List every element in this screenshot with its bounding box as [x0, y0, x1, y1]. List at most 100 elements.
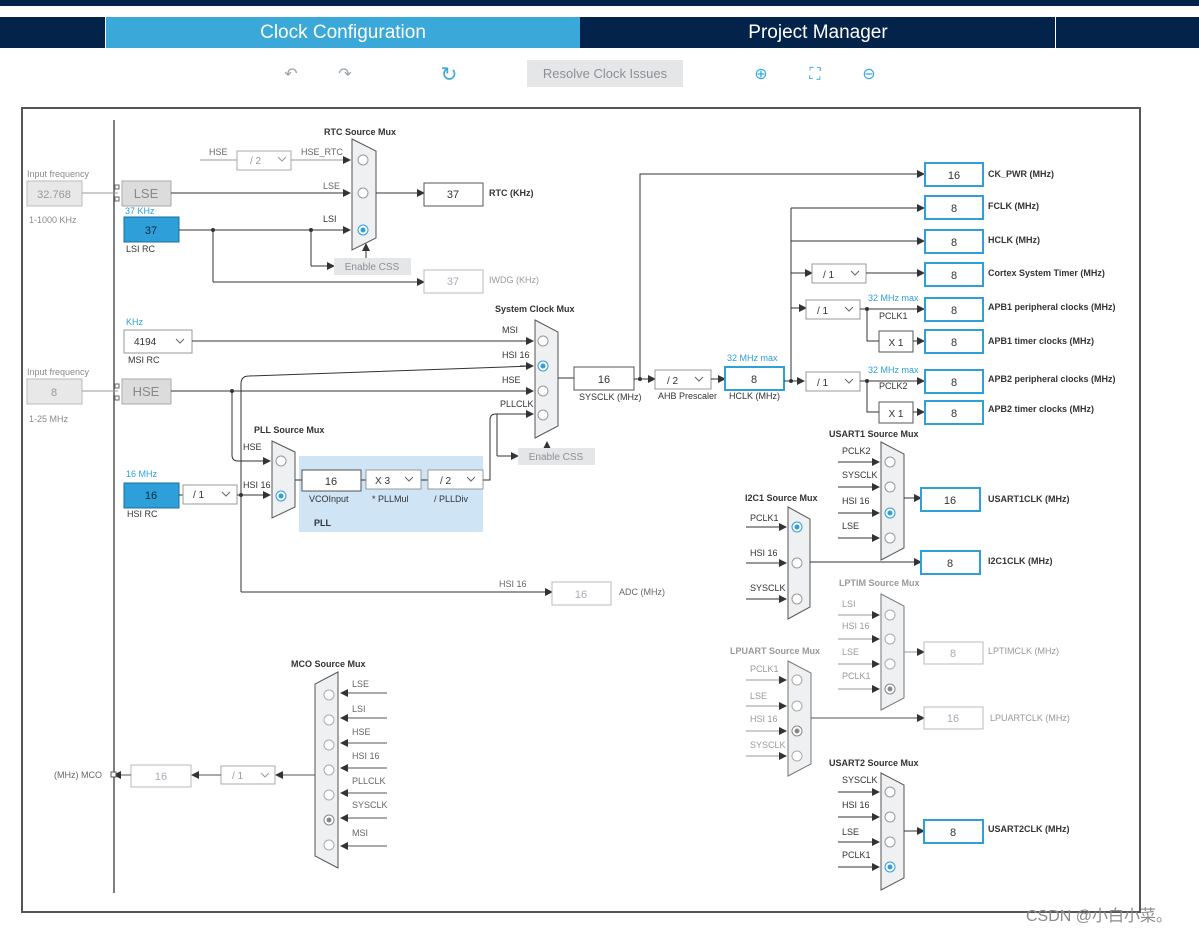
- system-clock-mux-title: System Clock Mux: [495, 304, 575, 314]
- chevron-down-icon: [466, 476, 476, 482]
- sysmux-radio-msi[interactable]: [537, 335, 549, 347]
- refresh-icon[interactable]: ↻: [440, 64, 458, 86]
- adc-output-value: 16: [575, 589, 587, 601]
- i2c1-clk-box[interactable]: [920, 550, 981, 575]
- lpuart-input-label: PCLK1: [750, 664, 779, 674]
- i2c1-radio[interactable]: [791, 593, 803, 605]
- pll-source-mux[interactable]: [271, 440, 296, 519]
- mco-input-label: PLLCLK: [352, 776, 386, 786]
- i2c1-radio[interactable]: [791, 557, 803, 569]
- ahb-prescaler-select[interactable]: [654, 369, 712, 390]
- lse-oscillator[interactable]: [121, 180, 172, 207]
- sys-enable-css-button[interactable]: [518, 448, 595, 465]
- usart1-source-mux[interactable]: [880, 441, 905, 561]
- pll-hse-label: HSE: [243, 442, 262, 452]
- lptim-radio[interactable]: [884, 658, 896, 670]
- redo-icon[interactable]: ↷: [338, 66, 352, 83]
- adc-input-label: HSI 16: [499, 579, 527, 589]
- mco-radio[interactable]: [323, 689, 335, 701]
- rtc-mux-radio-hse[interactable]: [357, 154, 369, 166]
- lpuart-radio[interactable]: [791, 700, 803, 712]
- pll-mul-label: * PLLMul: [372, 494, 409, 504]
- i2c1-radio-dot: [794, 524, 800, 530]
- cortex-box[interactable]: [924, 262, 984, 287]
- iwdg-output-value: 37: [447, 276, 459, 288]
- mco-radio[interactable]: [323, 839, 335, 851]
- hse-input-frequency-field[interactable]: [26, 378, 83, 405]
- rtc-output-value: 37: [447, 189, 459, 201]
- usart2-radio[interactable]: [884, 836, 896, 848]
- apb2-timer-branch: [866, 381, 879, 413]
- usart1-radio[interactable]: [884, 532, 896, 544]
- usart2-clk-box[interactable]: [923, 819, 984, 844]
- usart2-radio[interactable]: [884, 786, 896, 798]
- hclk-box[interactable]: [724, 366, 785, 391]
- chevron-down-icon: [260, 772, 270, 778]
- pll-div-select[interactable]: [427, 469, 484, 490]
- ahb-prescaler-label: AHB Prescaler: [658, 391, 717, 401]
- pll-mux-radio-hse[interactable]: [275, 455, 287, 467]
- ck-pwr-box[interactable]: [924, 162, 984, 187]
- hclk-out-box[interactable]: [924, 229, 984, 254]
- apb2-timer-value: 8: [951, 408, 957, 420]
- lptim-source-mux[interactable]: [880, 593, 905, 711]
- apb1-box[interactable]: [924, 297, 984, 322]
- lptim-mux-title: LPTIM Source Mux: [839, 578, 920, 588]
- lptim-radio[interactable]: [884, 633, 896, 645]
- lptim-mux-group: LPTIM Source Mux LSI HSI 16 LSE PCLK1 8 …: [838, 578, 1059, 711]
- mco-radio[interactable]: [323, 789, 335, 801]
- usart1-input-label: LSE: [842, 521, 859, 531]
- ahb-prescaler-value: / 2: [667, 376, 679, 387]
- mco-radio[interactable]: [323, 739, 335, 751]
- system-clock-mux[interactable]: [534, 319, 559, 439]
- apb2-box[interactable]: [924, 369, 984, 394]
- cortex-divider-select[interactable]: [811, 263, 867, 284]
- hse-pin-top: [114, 383, 120, 389]
- usart1-radio[interactable]: [884, 481, 896, 493]
- mco-output-value: 16: [155, 771, 167, 783]
- lse-pin-bottom: [114, 196, 120, 202]
- mco-radio[interactable]: [323, 764, 335, 776]
- hsi-rc-label: HSI RC: [127, 509, 158, 519]
- lse-input-frequency-field[interactable]: [26, 180, 83, 207]
- fclk-box[interactable]: [924, 195, 984, 220]
- lpuart-radio[interactable]: [791, 750, 803, 762]
- pll-mul-value: X 3: [375, 476, 390, 487]
- mco-pin: [110, 771, 117, 778]
- lptim-radio[interactable]: [884, 609, 896, 621]
- hse-range-label: 1-25 MHz: [29, 414, 69, 424]
- usart1-radio[interactable]: [884, 456, 896, 468]
- apb1-divider-select[interactable]: [805, 299, 861, 320]
- sysmux-hse-label: HSE: [502, 375, 521, 385]
- tab-clock-configuration[interactable]: Clock Configuration: [106, 17, 580, 48]
- zoom-in-icon[interactable]: ⊕: [754, 66, 768, 83]
- lpuart-radio[interactable]: [791, 674, 803, 686]
- sysmux-radio-pllclk[interactable]: [537, 409, 549, 421]
- usart2-source-mux[interactable]: [880, 772, 905, 891]
- tab-project-manager[interactable]: Project Manager: [748, 22, 888, 43]
- lpuart-source-mux[interactable]: [787, 660, 812, 777]
- apb2-divider-select[interactable]: [805, 371, 861, 392]
- rtc-mux-radio-lsi-dot: [360, 227, 366, 233]
- hsi-rc-box[interactable]: [123, 482, 180, 509]
- hsi-divider-select[interactable]: [182, 484, 238, 505]
- i2c1-input-label: PCLK1: [750, 513, 779, 523]
- undo-icon[interactable]: ↶: [284, 66, 298, 83]
- sysmux-radio-hse[interactable]: [537, 385, 549, 397]
- usart1-clk-box[interactable]: [920, 487, 981, 512]
- rtc-enable-css-button[interactable]: [334, 258, 411, 275]
- lsi-rc-box[interactable]: [123, 216, 180, 243]
- fit-to-screen-icon[interactable]: ⛶: [809, 66, 821, 83]
- usart2-input-label: PCLK1: [842, 850, 871, 860]
- toolbar: ↶ ↷ ↻ Resolve Clock Issues ⊕ ⛶ ⊖: [0, 58, 1199, 90]
- rtc-mux-radio-lse[interactable]: [357, 187, 369, 199]
- apb1-timer-box[interactable]: [924, 329, 984, 354]
- apb2-timer-box[interactable]: [924, 400, 984, 425]
- rtc-output-box: [423, 182, 484, 207]
- resolve-clock-issues-button[interactable]: Resolve Clock Issues: [527, 60, 683, 87]
- mco-radio[interactable]: [323, 714, 335, 726]
- hse-oscillator[interactable]: [121, 378, 172, 405]
- zoom-out-icon[interactable]: ⊖: [862, 66, 876, 83]
- msi-rc-label: MSI RC: [128, 355, 160, 365]
- usart2-radio[interactable]: [884, 811, 896, 823]
